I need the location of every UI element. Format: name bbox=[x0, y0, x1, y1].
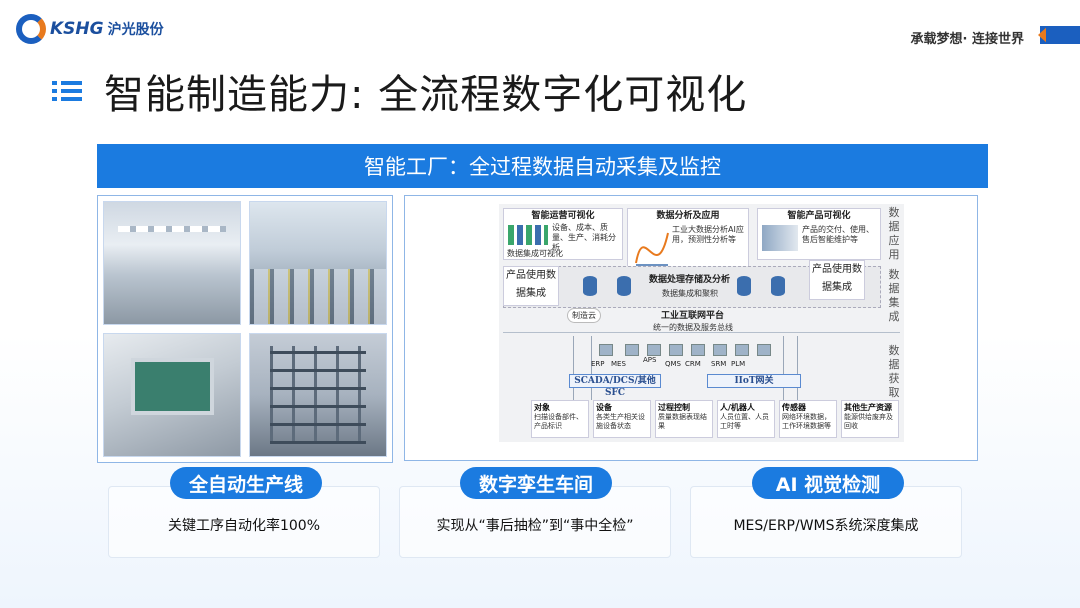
connector-line bbox=[797, 336, 798, 400]
platform-title: 工业互联网平台 bbox=[661, 311, 725, 321]
acq-box-title: 其他生产资源 bbox=[844, 403, 892, 412]
system-label: CRM bbox=[685, 360, 701, 368]
connector-line bbox=[573, 336, 574, 400]
diagram-box-product-visual: 智能产品可视化 产品的交付、使用、售后智能维护等 bbox=[757, 208, 881, 260]
connector-line bbox=[783, 336, 784, 400]
analysis-curve-icon bbox=[635, 232, 669, 266]
feature-desc: 实现从“事后抽检”到“事中全检” bbox=[436, 518, 634, 534]
acq-box-text: 能源供给废弃及回收 bbox=[844, 413, 893, 430]
diagram-box-title: 数据分析及应用 bbox=[656, 211, 720, 221]
diagram-box-title: 智能运营可视化 bbox=[531, 211, 595, 221]
server-icon bbox=[713, 344, 727, 356]
diagram-box-sub: 数据集成可视化 bbox=[507, 249, 563, 258]
diagram-box-text: 设备、成本、质量、生产、消耗分析 bbox=[552, 223, 616, 252]
system-label: MES bbox=[611, 360, 626, 368]
database-icon bbox=[617, 276, 631, 296]
feature-card-auto-line: 关键工序自动化率100% bbox=[108, 486, 380, 558]
architecture-diagram: 智能运营可视化 设备、成本、质量、生产、消耗分析 数据集成可视化 数据分析及应用… bbox=[499, 204, 904, 442]
corner-arrow-icon bbox=[1038, 26, 1080, 44]
cloud-label: 制造云 bbox=[567, 308, 601, 323]
section-banner: 智能工厂：全过程数据自动采集及监控 bbox=[97, 144, 988, 188]
system-label: APS bbox=[643, 356, 657, 364]
factory-photo-4 bbox=[249, 333, 387, 457]
platform-divider bbox=[503, 332, 900, 333]
side-label-data-integration: 数据集成 bbox=[888, 268, 900, 323]
side-label-data-application: 数据应用 bbox=[888, 206, 900, 261]
server-icon bbox=[691, 344, 705, 356]
acq-box-title: 设备 bbox=[596, 403, 612, 412]
product-usage-right: 产品使用数据集成 bbox=[809, 260, 865, 300]
feature-tag-ai-vision: AI 视觉检测 bbox=[752, 467, 904, 499]
acq-box-text: 网络环境数据，工作环境数据等 bbox=[782, 413, 831, 430]
feature-tag-digital-twin: 数字孪生车间 bbox=[460, 467, 612, 499]
acq-box-other-resources: 其他生产资源 能源供给废弃及回收 bbox=[841, 400, 899, 438]
acq-box-people-robot: 人/机器人 人员位置、人员工时等 bbox=[717, 400, 775, 438]
iiot-gateway-bar: IIoT网关 bbox=[707, 374, 801, 388]
acq-box-text: 扫描设备部件、产品标识 bbox=[534, 413, 583, 430]
acq-box-object: 对象 扫描设备部件、产品标识 bbox=[531, 400, 589, 438]
acq-box-text: 质量数据表现结果 bbox=[658, 413, 707, 430]
logo-text: KSHG bbox=[50, 19, 104, 39]
database-icon bbox=[771, 276, 785, 296]
acq-box-title: 过程控制 bbox=[658, 403, 690, 412]
system-label: PLM bbox=[731, 360, 746, 368]
diagram-box-text: 产品的交付、使用、售后智能维护等 bbox=[802, 225, 874, 244]
system-label: ERP bbox=[591, 360, 605, 368]
acq-box-process-control: 过程控制 质量数据表现结果 bbox=[655, 400, 713, 438]
architecture-diagram-panel: 智能运营可视化 设备、成本、质量、生产、消耗分析 数据集成可视化 数据分析及应用… bbox=[404, 195, 978, 461]
server-icon bbox=[735, 344, 749, 356]
feature-desc: 关键工序自动化率100% bbox=[167, 518, 321, 534]
slogan: 承载梦想· 连接世界 bbox=[910, 32, 1024, 47]
diagram-box-analysis: 数据分析及应用 工业大数据分析AI应用，预测性分析等 bbox=[627, 208, 749, 276]
server-icon bbox=[599, 344, 613, 356]
server-icon bbox=[669, 344, 683, 356]
title-row: 智能制造能力: 全流程数字化可视化 bbox=[52, 62, 747, 120]
list-icon bbox=[52, 78, 82, 104]
feature-tag-auto-line: 全自动生产线 bbox=[170, 467, 322, 499]
product-usage-left: 产品使用数据集成 bbox=[503, 266, 559, 306]
factory-photo-2 bbox=[249, 201, 387, 325]
database-icon bbox=[737, 276, 751, 296]
processing-title: 数据处理存储及分析 bbox=[649, 275, 731, 285]
logo-mark-icon bbox=[16, 14, 46, 44]
system-label: SRM bbox=[711, 360, 727, 368]
connector-line bbox=[591, 336, 592, 400]
scada-bar: SCADA/DCS/其他SFC bbox=[569, 374, 661, 398]
acq-box-sensor: 传感器 网络环境数据，工作环境数据等 bbox=[779, 400, 837, 438]
diagram-box-title: 智能产品可视化 bbox=[787, 211, 851, 221]
gauge-icon bbox=[508, 225, 548, 245]
acq-box-title: 传感器 bbox=[782, 403, 806, 412]
server-icon bbox=[647, 344, 661, 356]
processing-sub: 数据集成和聚积 bbox=[662, 289, 718, 298]
page-title: 智能制造能力: 全流程数字化可视化 bbox=[104, 72, 748, 118]
acq-box-title: 对象 bbox=[534, 403, 550, 412]
diagram-box-ops-visual: 智能运营可视化 设备、成本、质量、生产、消耗分析 数据集成可视化 bbox=[503, 208, 623, 260]
logo-company-name: 沪光股份 bbox=[107, 22, 164, 38]
factory-photo-grid bbox=[97, 195, 393, 463]
diagram-box-text: 工业大数据分析AI应用，预测性分析等 bbox=[672, 225, 744, 244]
feature-desc: MES/ERP/WMS系统深度集成 bbox=[733, 518, 919, 534]
system-label: QMS bbox=[665, 360, 681, 368]
side-label-data-acquisition: 数据获取 bbox=[888, 344, 900, 399]
platform-sub: 统一的数据及服务总线 bbox=[653, 323, 733, 332]
product-icon bbox=[762, 225, 798, 251]
factory-photo-3 bbox=[103, 333, 241, 457]
company-logo: KSHG 沪光股份 bbox=[16, 14, 164, 44]
server-icon bbox=[757, 344, 771, 356]
acq-box-text: 人员位置、人员工时等 bbox=[720, 413, 769, 430]
database-icon bbox=[583, 276, 597, 296]
server-icon bbox=[625, 344, 639, 356]
acq-box-text: 各类生产相关设施设备状态 bbox=[596, 413, 645, 430]
factory-photo-1 bbox=[103, 201, 241, 325]
acq-box-title: 人/机器人 bbox=[720, 403, 755, 412]
acq-box-equipment: 设备 各类生产相关设施设备状态 bbox=[593, 400, 651, 438]
